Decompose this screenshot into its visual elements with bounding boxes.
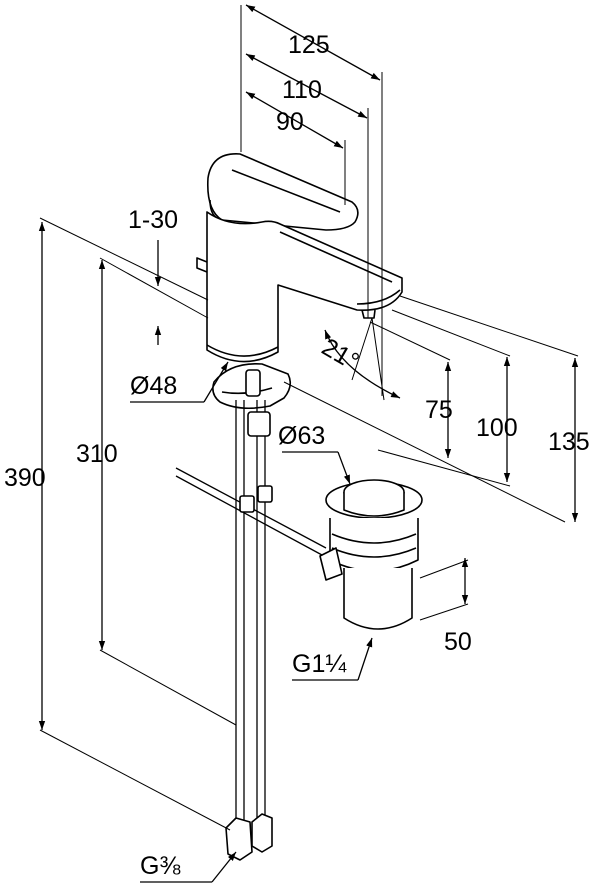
dim-390: 390 [4,464,46,492]
mounting-set [175,363,327,861]
dim-75: 75 [425,396,453,424]
dim-135: 135 [548,428,590,456]
dim-125: 125 [288,31,330,59]
dim-hose-thread: G⅜ [140,852,180,880]
dim-diameter-48: Ø48 [130,372,177,400]
faucet-body [196,153,403,363]
dim-drain-50: 50 [444,628,472,656]
dimension-lines [38,4,579,883]
dim-drain-thread: G1¼ [292,650,347,678]
dim-lever-range: 1-30 [128,206,178,234]
dim-diameter-63: Ø63 [278,422,325,450]
drain-valve [319,479,423,630]
dim-angle-21: 21° [317,333,364,376]
dim-90: 90 [276,108,304,136]
dim-310: 310 [76,440,118,468]
dim-100: 100 [476,414,518,442]
dim-110: 110 [282,76,322,104]
